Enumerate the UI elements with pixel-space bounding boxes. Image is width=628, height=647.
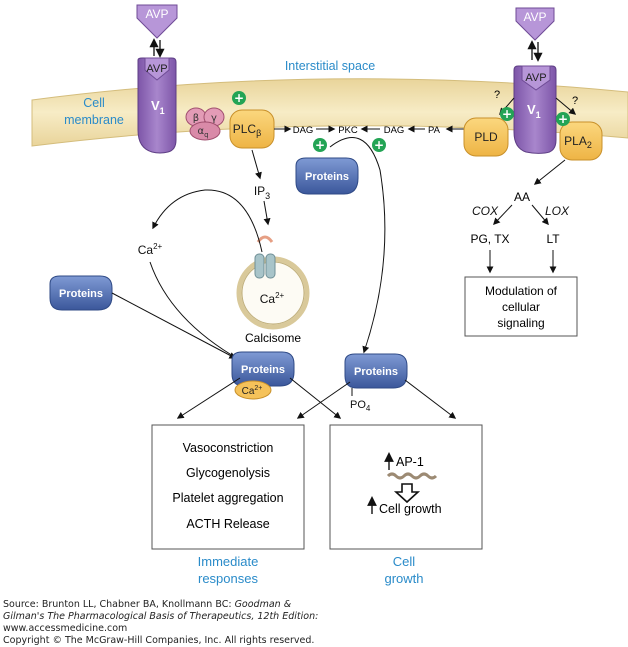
svg-text:Proteins: Proteins xyxy=(354,366,398,378)
proteins-right: Proteins PO4 xyxy=(344,353,408,413)
svg-text:V1: V1 xyxy=(527,102,541,120)
pgtx-label: PG, TX xyxy=(470,232,509,246)
svg-text:AP-1: AP-1 xyxy=(396,455,424,469)
svg-text:αq: αq xyxy=(197,126,208,139)
lt-label: LT xyxy=(546,232,560,246)
cell-growth-box: AP-1 Cell growth xyxy=(329,424,483,550)
svg-text:Vasoconstriction: Vasoconstriction xyxy=(183,441,274,455)
immediate-caption-2: responses xyxy=(198,571,258,586)
svg-text:γ: γ xyxy=(211,113,217,124)
plus-badge-dag: + xyxy=(313,138,327,152)
arrow-ca-to-proteins xyxy=(149,261,242,361)
svg-text:PLD: PLD xyxy=(474,130,498,144)
source-line-1: Source: Brunton LL, Chabner BA, Knollman… xyxy=(3,599,291,610)
svg-text:Modulation of: Modulation of xyxy=(485,284,558,298)
arrow-pkc-to-proteins-right xyxy=(329,137,386,354)
growth-caption-2: growth xyxy=(384,571,423,586)
growth-caption-1: Cell xyxy=(393,554,416,569)
plus-badge-plc: + xyxy=(232,91,246,105)
svg-text:ACTH Release: ACTH Release xyxy=(186,517,269,531)
interstitial-space-label: Interstitial space xyxy=(285,59,375,73)
plus-badge-pkc: + xyxy=(372,138,386,152)
svg-text:AVP: AVP xyxy=(523,10,546,24)
svg-text:Proteins: Proteins xyxy=(305,171,349,183)
svg-text:AVP: AVP xyxy=(145,7,168,21)
proteins-left: Proteins xyxy=(49,275,113,311)
arrow-proteins-left-to-center xyxy=(111,292,237,359)
plus-badge-pld: + xyxy=(500,107,514,121)
svg-text:+: + xyxy=(558,112,568,126)
svg-text:Platelet aggregation: Platelet aggregation xyxy=(172,491,283,505)
pa-label: PA xyxy=(428,125,441,136)
pla2-enzyme: PLA2 xyxy=(559,121,603,161)
avp-ligand-left: AVP xyxy=(136,4,178,39)
cell-label: Cell xyxy=(83,96,105,110)
svg-text:Cell growth: Cell growth xyxy=(379,502,442,516)
arrow-aa-to-lt xyxy=(531,204,549,226)
svg-text:+: + xyxy=(502,107,512,121)
calcisome-label: Calcisome xyxy=(245,331,301,345)
arrow-plc-to-ip3 xyxy=(251,149,262,180)
proteins-mid: Proteins xyxy=(295,157,359,195)
copyright-line: Copyright © The McGraw-Hill Companies, I… xyxy=(3,635,314,646)
equilibrium-arrows-right xyxy=(527,40,543,62)
svg-text:signaling: signaling xyxy=(497,316,544,330)
svg-text:AVP: AVP xyxy=(146,63,167,75)
pkc-label: PKC xyxy=(338,125,358,136)
svg-text:Proteins: Proteins xyxy=(241,364,285,376)
arrow-right-to-growth xyxy=(404,379,457,419)
pld-enzyme: PLD xyxy=(463,117,509,157)
equilibrium-arrows-left xyxy=(149,38,165,58)
arrow-pla2-to-aa xyxy=(533,159,566,185)
svg-text:Ca2+: Ca2+ xyxy=(242,385,263,397)
svg-text:β: β xyxy=(193,113,199,124)
immediate-responses-box: Vasoconstriction Glycogenolysis Platelet… xyxy=(151,424,305,550)
arrow-center-to-growth xyxy=(289,377,342,419)
question-pld: ? xyxy=(494,89,500,101)
svg-text:V1: V1 xyxy=(151,98,165,116)
dag-right-label: DAG xyxy=(384,125,405,136)
svg-text:+: + xyxy=(234,91,244,105)
ip3-label: IP3 xyxy=(254,184,270,201)
arrow-receptor-to-pla2 xyxy=(555,97,577,115)
plc-beta-enzyme: PLCβ xyxy=(229,109,275,149)
svg-text:Ca2+: Ca2+ xyxy=(260,291,285,306)
arrow-right-to-immediate xyxy=(296,381,351,419)
v1-receptor-left: AVP V1 xyxy=(137,57,177,154)
arrow-center-to-immediate xyxy=(176,377,241,419)
v1-receptor-right: AVP V1 xyxy=(513,65,557,154)
dag-left-label: DAG xyxy=(293,125,314,136)
svg-text:cellular: cellular xyxy=(502,300,540,314)
svg-text:Glycogenolysis: Glycogenolysis xyxy=(186,466,270,480)
avp-ligand-right: AVP xyxy=(515,7,555,41)
aa-label: AA xyxy=(514,190,530,204)
svg-text:Proteins: Proteins xyxy=(59,288,103,300)
source-line-3: www.accessmedicine.com xyxy=(3,623,127,634)
svg-text:+: + xyxy=(374,138,384,152)
cox-label: COX xyxy=(472,204,499,218)
svg-text:PLCβ: PLCβ xyxy=(233,122,262,138)
modulation-box: Modulation of cellular signaling xyxy=(464,276,578,337)
svg-text:PLA2: PLA2 xyxy=(564,134,592,150)
arrow-ip3-to-receptor xyxy=(263,200,271,226)
lox-label: LOX xyxy=(545,204,570,218)
svg-text:AVP: AVP xyxy=(525,72,546,84)
calcisome: Ca2+ xyxy=(236,235,310,330)
question-pla2: ? xyxy=(572,95,578,107)
membrane-label: membrane xyxy=(64,113,124,127)
immediate-caption-1: Immediate xyxy=(198,554,259,569)
arrow-calcisome-to-ca xyxy=(152,189,263,253)
source-line-2: Gilman's The Pharmacological Basis of Th… xyxy=(3,611,318,622)
plus-badge-pla2: + xyxy=(556,112,570,126)
ca-free-label: Ca2+ xyxy=(138,242,163,257)
arrow-aa-to-pgtx xyxy=(493,204,513,226)
g-protein-complex: β γ αq xyxy=(185,107,225,141)
proteins-center: Proteins Ca2+ xyxy=(231,351,295,400)
svg-text:PO4: PO4 xyxy=(350,399,371,413)
svg-text:+: + xyxy=(315,138,325,152)
